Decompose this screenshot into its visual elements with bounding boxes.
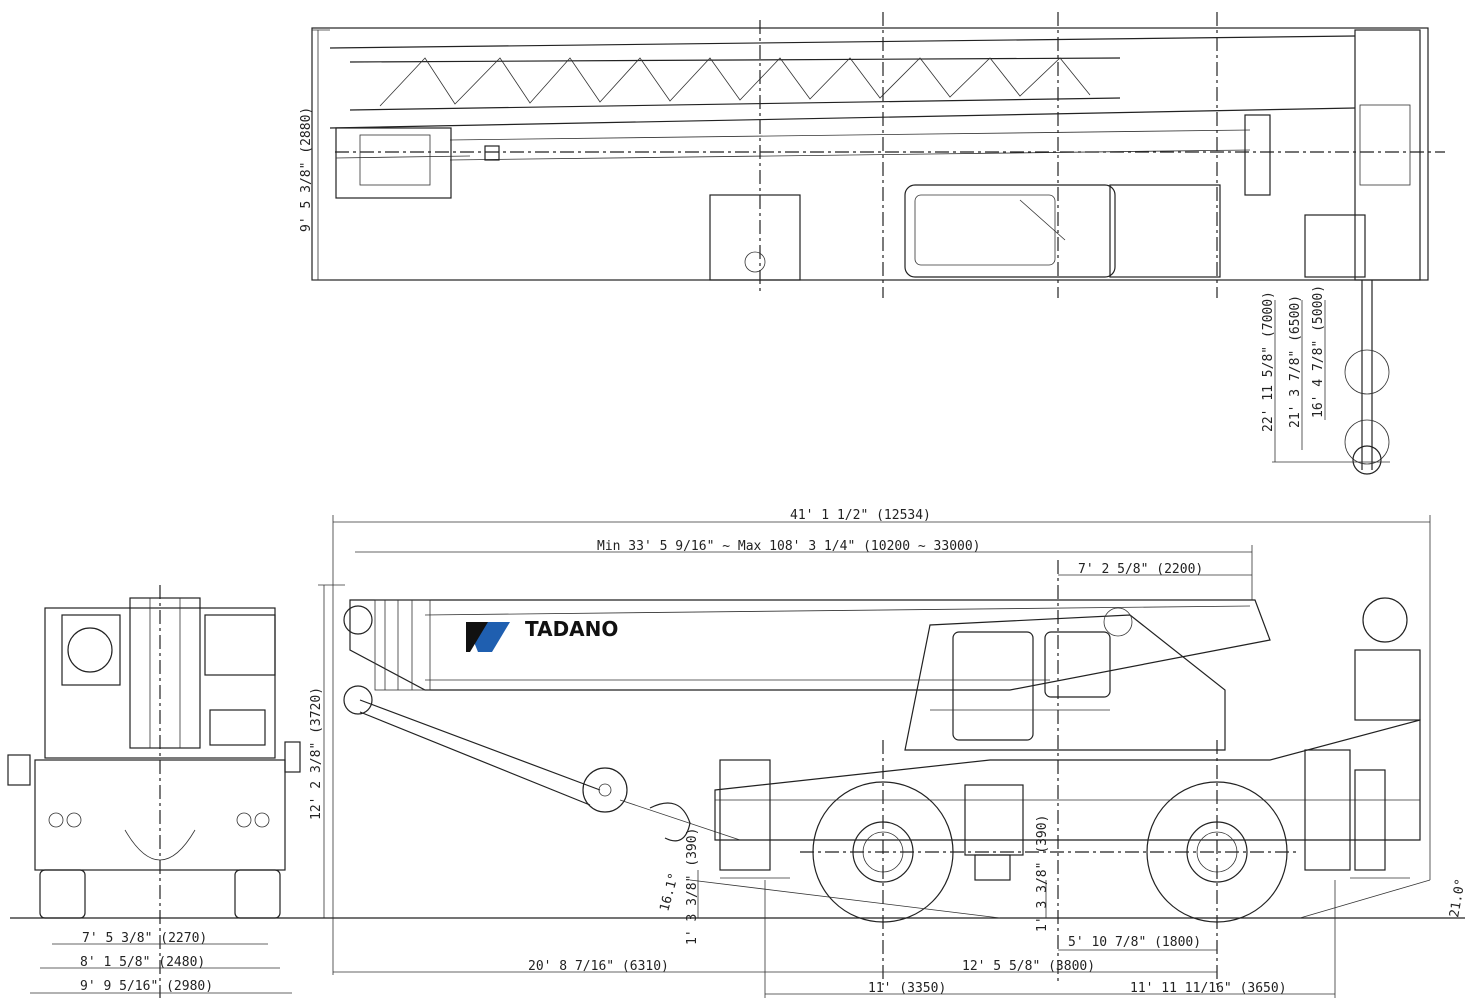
- front-view: 7' 5 3/8" (2270) 8' 1 5/8" (2480) 9' 9 5…: [7, 585, 301, 998]
- overall-width: 8' 1 5/8" (2480): [80, 955, 205, 970]
- rear-to-center: 11' 11 11/16" (3650): [1130, 981, 1287, 996]
- carrier-deck: [714, 719, 1421, 841]
- front-to-center: 11' (3350): [868, 981, 946, 996]
- top-boom-height: 9' 5 3/8" (2880): [299, 107, 314, 232]
- overall-height: 12' 2 3/8" (3720): [309, 687, 324, 820]
- cab-body: [904, 614, 1226, 751]
- front-overhang: 20' 8 7/16" (6310): [528, 959, 669, 974]
- front-clearance: 1' 3 3/8" (390): [685, 828, 700, 945]
- front-upper-body: [44, 607, 276, 759]
- brand-name: TADANO: [525, 617, 618, 641]
- jib-lattice: [379, 57, 1091, 107]
- center-clearance: 1' 3 3/8" (390): [1035, 815, 1050, 932]
- cab-door: [952, 631, 1034, 741]
- top-view: 9' 5 3/8" (2880) 22' 11 5/8" (7000) 21' …: [299, 12, 1445, 475]
- axle-to-center: 5' 10 7/8" (1800): [1068, 935, 1201, 950]
- outrigger-span-7000: 22' 11 5/8" (7000): [1261, 291, 1276, 432]
- outrigger-span-5000: 16' 4 7/8" (5000): [1311, 285, 1326, 418]
- overall-length: 41' 1 1/2" (12534): [790, 508, 931, 523]
- departure-angle: 21.0°: [1447, 878, 1469, 919]
- side-view: 41' 1 1/2" (12534) Min 33' 5 9/16" ~ Max…: [300, 508, 1469, 998]
- boom-range: Min 33' 5 9/16" ~ Max 108' 3 1/4" (10200…: [597, 539, 981, 554]
- track-width: 7' 5 3/8" (2270): [82, 931, 207, 946]
- wheelbase: 12' 5 5/8" (3800): [962, 959, 1095, 974]
- outrigger-span-6500: 21' 3 7/8" (6500): [1288, 295, 1303, 428]
- top-view-outline: [311, 27, 1429, 281]
- rear-overhang: 7' 2 5/8" (2200): [1078, 562, 1203, 577]
- boom-head-sheave: [343, 605, 373, 635]
- boom: [349, 599, 1271, 691]
- hook: [649, 802, 691, 842]
- outrigger-width: 9' 9 5/16" (2980): [80, 979, 213, 994]
- cab-window: [1044, 631, 1111, 698]
- approach-angle: 16.1°: [657, 871, 682, 913]
